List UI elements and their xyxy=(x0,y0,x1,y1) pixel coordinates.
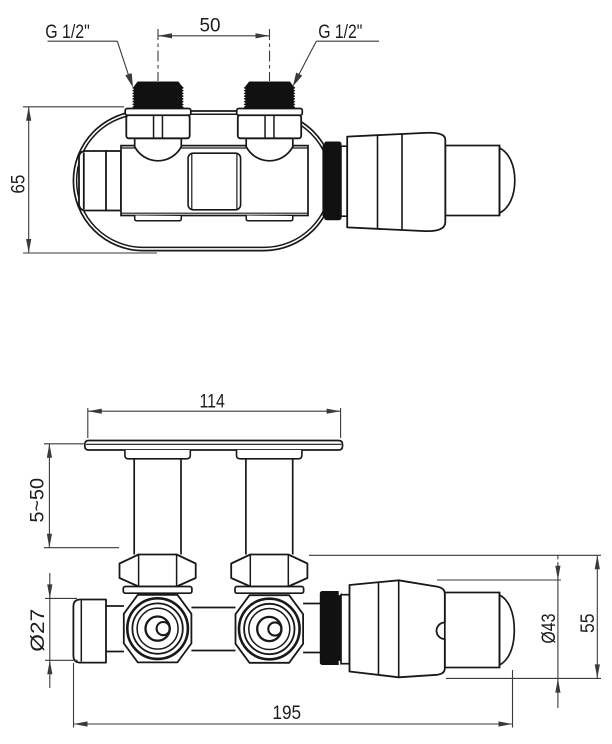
svg-text:65: 65 xyxy=(7,174,29,193)
svg-text:195: 195 xyxy=(272,702,301,724)
svg-text:Ø27: Ø27 xyxy=(27,609,49,652)
svg-text:5~50: 5~50 xyxy=(27,478,49,523)
svg-text:55: 55 xyxy=(577,613,599,633)
svg-text:G 1/2": G 1/2" xyxy=(318,21,362,43)
svg-text:50: 50 xyxy=(200,15,221,37)
svg-text:114: 114 xyxy=(200,390,226,412)
svg-text:Ø43: Ø43 xyxy=(538,614,560,644)
svg-text:G 1/2": G 1/2" xyxy=(45,21,90,43)
